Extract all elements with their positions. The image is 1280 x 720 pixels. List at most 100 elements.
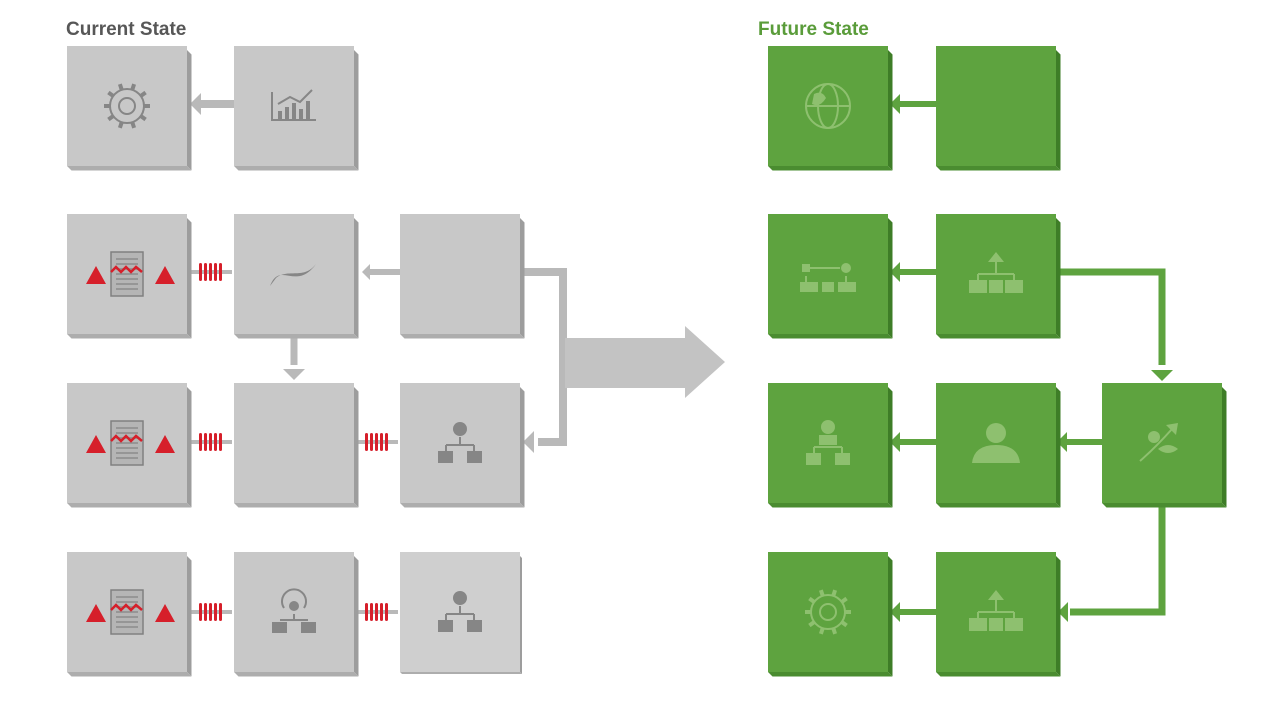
broken-link-icon xyxy=(357,433,398,451)
hierarchy-icon xyxy=(969,252,1023,293)
box-bottom xyxy=(67,334,192,339)
box-side xyxy=(520,218,525,339)
hierarchy-icon xyxy=(969,590,1023,631)
box-bottom xyxy=(768,672,893,677)
arrow-head xyxy=(190,93,201,115)
growth-icon xyxy=(1139,423,1178,462)
current-box-c31 xyxy=(67,383,192,508)
future-arrow-row1 xyxy=(890,94,936,114)
box-bottom xyxy=(234,503,359,508)
warning-icon xyxy=(86,435,106,453)
box-face xyxy=(400,214,520,334)
current-box-c41 xyxy=(67,552,192,677)
box-side xyxy=(187,50,192,171)
current-box-c12 xyxy=(234,46,359,171)
current-box-c11 xyxy=(67,46,192,171)
box-bottom xyxy=(936,334,1061,339)
arrow-head xyxy=(523,431,534,453)
arrow-head xyxy=(890,262,900,282)
box-side xyxy=(1056,218,1061,339)
broken-link-icon xyxy=(191,433,232,451)
current-box-c43 xyxy=(400,552,522,674)
future-arrow-f33-f32 xyxy=(1057,432,1102,452)
box-face xyxy=(768,214,888,334)
broken-link-icon xyxy=(191,603,232,621)
future-box-f31 xyxy=(768,383,893,508)
current-box-c23 xyxy=(400,214,525,339)
box-side xyxy=(354,556,359,677)
broken-document-icon xyxy=(110,420,144,466)
future-box-f22 xyxy=(936,214,1061,339)
future-arrow-row4 xyxy=(890,602,936,622)
box-side xyxy=(888,218,893,339)
box-bottom xyxy=(234,672,359,677)
broken-document-icon xyxy=(110,251,144,297)
org-chart-icon xyxy=(438,591,482,632)
cycle-network-icon xyxy=(272,588,316,633)
box-bottom xyxy=(400,503,525,508)
boxes xyxy=(67,46,1227,677)
current-box-c32 xyxy=(234,383,359,508)
current-box-c42 xyxy=(234,552,359,677)
org-chart-icon xyxy=(438,422,482,463)
current-box-c33 xyxy=(400,383,525,508)
arrow-head xyxy=(890,602,900,622)
workflow-icon xyxy=(800,263,856,292)
box-side xyxy=(888,556,893,677)
future-arrow-f32-f31 xyxy=(890,432,936,452)
box-side xyxy=(354,387,359,508)
box-face xyxy=(1102,383,1222,503)
box-bottom xyxy=(936,166,1061,171)
box-bottom xyxy=(234,166,359,171)
box-face xyxy=(67,46,187,166)
box-face xyxy=(768,552,888,672)
box-face xyxy=(936,46,1056,166)
box-bottom xyxy=(768,166,893,171)
box-bottom xyxy=(768,334,893,339)
arrow-head xyxy=(1058,602,1068,622)
future-state-title: Future State xyxy=(758,19,869,40)
box-bottom xyxy=(234,334,359,339)
warning-icon xyxy=(155,435,175,453)
warning-icon xyxy=(155,604,175,622)
wave-icon xyxy=(270,264,316,286)
future-box-f32 xyxy=(936,383,1061,508)
broken-document-icon xyxy=(110,589,144,635)
current-arrow-c23-c22 xyxy=(362,264,400,280)
box-side xyxy=(187,218,192,339)
future-box-f41 xyxy=(768,552,893,677)
box-side xyxy=(520,556,522,674)
current-state-title: Current State xyxy=(66,19,187,40)
box-bottom xyxy=(67,166,192,171)
future-box-f11 xyxy=(768,46,893,171)
box-face xyxy=(234,383,354,503)
gear-icon xyxy=(104,83,150,129)
broken-link-icon xyxy=(191,263,232,281)
box-side xyxy=(354,218,359,339)
future-arrow-f22-f33 xyxy=(1057,268,1173,381)
box-side xyxy=(1056,387,1061,508)
future-arrow-f33-f42 xyxy=(1058,505,1166,622)
transition-arrow-icon xyxy=(565,326,725,398)
arrow-head xyxy=(890,432,900,452)
arrow-head xyxy=(362,264,370,280)
box-bottom xyxy=(400,672,522,674)
bar-chart-icon xyxy=(271,89,316,121)
current-arrow-row1 xyxy=(190,93,234,115)
box-face xyxy=(234,552,354,672)
box-side xyxy=(1222,387,1227,508)
current-box-c21 xyxy=(67,214,192,339)
current-arrow-loop xyxy=(520,268,567,453)
warning-icon xyxy=(86,266,106,284)
box-bottom xyxy=(1102,503,1227,508)
box-bottom xyxy=(936,672,1061,677)
box-bottom xyxy=(400,334,525,339)
box-bottom xyxy=(768,503,893,508)
user-hierarchy-icon xyxy=(806,420,850,465)
box-side xyxy=(354,50,359,171)
gear-icon xyxy=(805,589,851,635)
current-arrow-down xyxy=(283,337,305,380)
arrow-head xyxy=(283,369,305,380)
future-box-f12 xyxy=(936,46,1061,171)
